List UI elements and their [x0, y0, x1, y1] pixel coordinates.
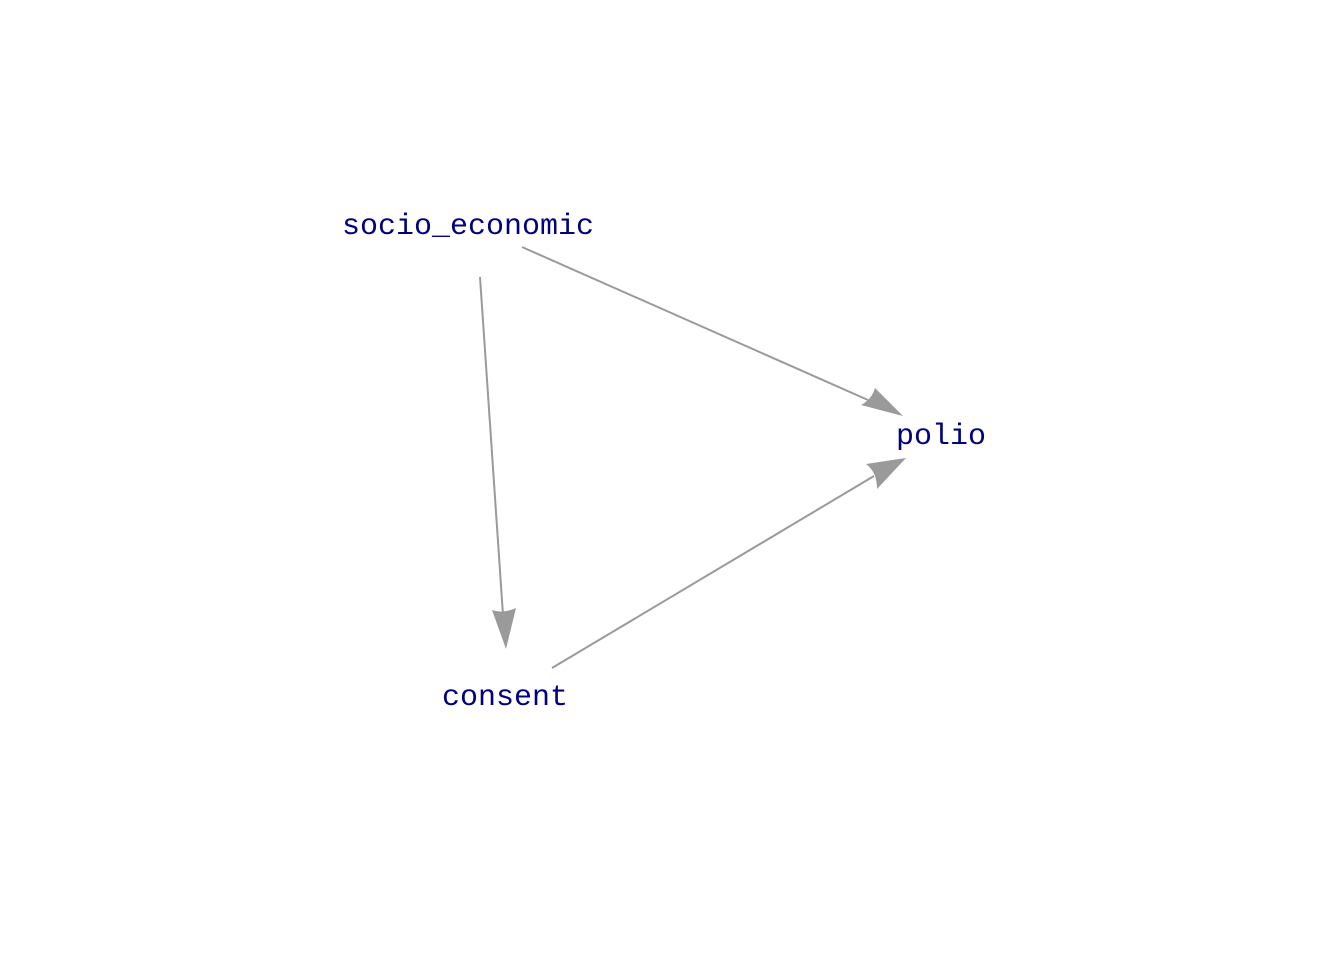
- arrowhead-icon: [866, 458, 906, 489]
- arrowhead-icon: [861, 388, 903, 416]
- node-socio-economic: socio_economic: [342, 210, 594, 244]
- edge-line: [551, 475, 875, 669]
- node-polio: polio: [896, 420, 986, 454]
- edge-consent-to-polio: [551, 458, 906, 669]
- edge-socio-economic-to-consent: [479, 276, 516, 649]
- edge-socio-economic-to-polio: [521, 246, 903, 416]
- edge-line: [521, 246, 869, 401]
- arrowhead-icon: [492, 608, 516, 649]
- node-consent: consent: [442, 681, 568, 715]
- edge-line: [479, 276, 504, 616]
